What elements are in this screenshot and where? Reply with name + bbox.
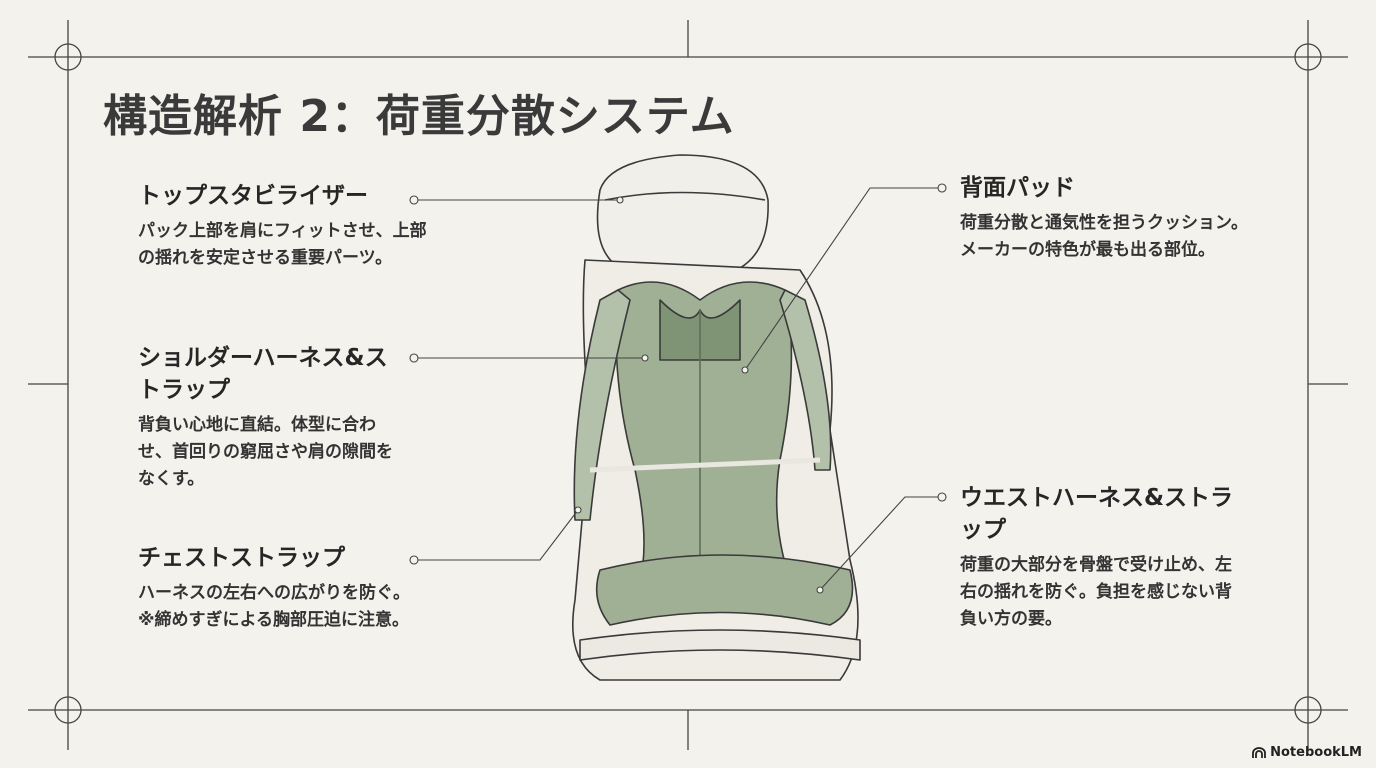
callout-waist-harness: ウエストハーネス&ストラップ 荷重の大部分を骨盤で受け止め、左右の揺れを防ぐ。負…: [960, 482, 1240, 633]
callout-chest-strap: チェストストラップ ハーネスの左右への広がりを防ぐ。※締めすぎによる胸部圧迫に注…: [138, 542, 414, 634]
page-title: 構造解析 2：荷重分散システム: [103, 91, 735, 142]
callout-body: 荷重分散と通気性を担うクッション。メーカーの特色が最も出る部位。: [960, 213, 1248, 260]
callout-heading: 背面パッド: [960, 175, 1075, 201]
callout-heading: ウエストハーネス&ストラップ: [960, 485, 1234, 543]
notebooklm-icon: [1252, 746, 1267, 758]
callout-top-stabilizer: トップスタビライザー パック上部を肩にフィットさせ、上部の揺れを安定させる重要パ…: [138, 180, 428, 272]
callout-heading: チェストストラップ: [138, 545, 345, 571]
callout-body: パック上部を肩にフィットさせ、上部の揺れを安定させる重要パーツ。: [138, 221, 427, 268]
notebooklm-logo: NotebookLM: [1252, 745, 1362, 760]
callout-back-pad: 背面パッド 荷重分散と通気性を担うクッション。メーカーの特色が最も出る部位。: [960, 172, 1255, 264]
callout-heading: ショルダーハーネス&ストラップ: [138, 345, 388, 403]
callout-body: 荷重の大部分を骨盤で受け止め、左右の揺れを防ぐ。負担を感じない背負い方の要。: [960, 555, 1232, 629]
logo-text: NotebookLM: [1270, 745, 1362, 760]
callout-body: ハーネスの左右への広がりを防ぐ。※締めすぎによる胸部圧迫に注意。: [138, 583, 410, 630]
callout-body: 背負い心地に直結。体型に合わせ、首回りの窮屈さや肩の隙間をなくす。: [138, 415, 393, 489]
callout-shoulder-harness: ショルダーハーネス&ストラップ 背負い心地に直結。体型に合わせ、首回りの窮屈さや…: [138, 342, 398, 493]
callout-heading: トップスタビライザー: [138, 183, 368, 209]
backpack-illustration: [572, 154, 861, 681]
